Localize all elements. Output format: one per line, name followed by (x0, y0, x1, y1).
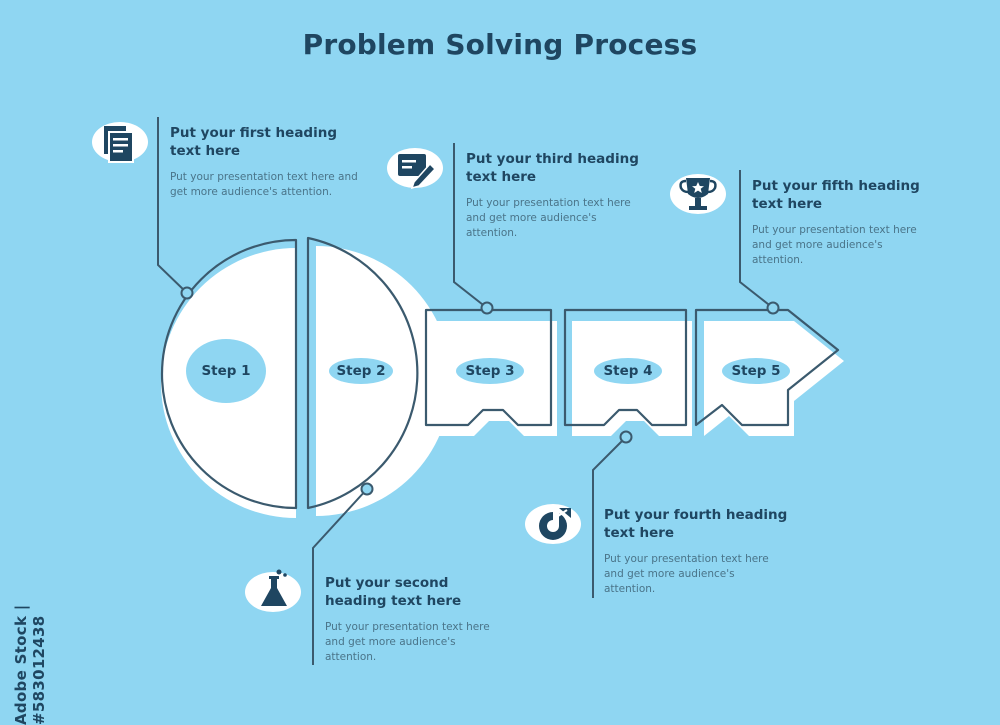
step-3-label: Step 3 (465, 363, 515, 379)
document-icon (104, 126, 134, 163)
step-5-label: Step 5 (731, 363, 781, 379)
step-3-body: Put your presentation text here and get … (466, 197, 631, 239)
step-1-heading: Put your first heading text here (170, 125, 337, 159)
step-2-body: Put your presentation text here and get … (325, 621, 490, 663)
step-4-label: Step 4 (603, 363, 653, 379)
step-1-body: Put your presentation text here and get … (170, 171, 358, 198)
step-5-text: Put your fifth heading text here Put you… (752, 177, 937, 268)
step-2-text: Put your second heading text here Put yo… (325, 574, 505, 665)
step-4-text: Put your fourth heading text here Put yo… (604, 506, 789, 597)
step-5-body: Put your presentation text here and get … (752, 224, 917, 266)
flask-icon (261, 569, 287, 606)
trophy-icon (679, 178, 717, 210)
step-4-heading: Put your fourth heading text here (604, 507, 788, 541)
step-1-text: Put your first heading text here Put you… (170, 124, 360, 200)
step-2-shape (316, 246, 451, 516)
step-3-text: Put your third heading text here Put you… (466, 150, 646, 241)
watermark-text: Adobe Stock | #583012438 (12, 604, 48, 725)
step-2-label: Step 2 (336, 363, 386, 379)
step-label-blobs (186, 339, 790, 403)
pie-chart-icon (539, 508, 571, 540)
step-2-heading: Put your second heading text here (325, 575, 462, 609)
step-5-heading: Put your fifth heading text here (752, 178, 920, 212)
step-3-heading: Put your third heading text here (466, 151, 639, 185)
connector-dots (180, 286, 780, 496)
connector-lines (157, 117, 774, 665)
pen-card-icon (398, 154, 437, 190)
step-4-body: Put your presentation text here and get … (604, 553, 769, 595)
page-title: Problem Solving Process (302, 28, 698, 61)
step-1-label: Step 1 (201, 363, 251, 379)
step-outlines (160, 236, 840, 510)
